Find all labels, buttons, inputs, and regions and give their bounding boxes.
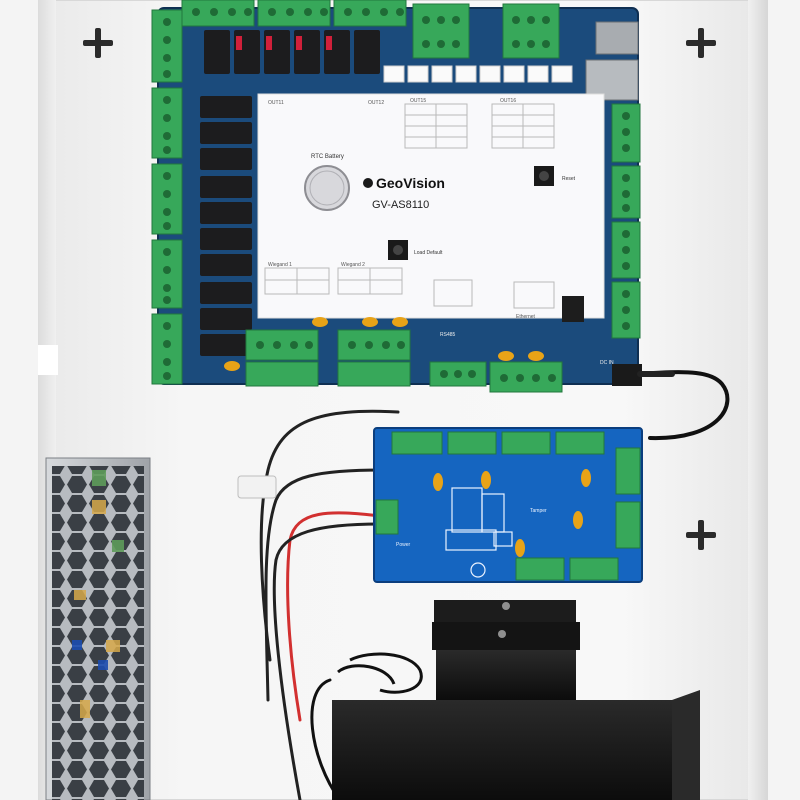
relay-column-left xyxy=(200,96,252,356)
driver-terminal-top xyxy=(391,431,605,455)
silk-out12: OUT12 xyxy=(368,100,384,106)
reset-label: Reset xyxy=(562,176,576,182)
controller-board: RTC Battery GeoVision GV-AS8110 Reset Lo… xyxy=(151,0,642,393)
terminal-strip-bottom xyxy=(245,329,563,393)
model-number: GV-AS8110 xyxy=(372,199,429,211)
silk-out15: OUT15 xyxy=(410,98,426,104)
terminal-strip-right xyxy=(611,103,641,339)
silk-out11: OUT11 xyxy=(268,100,284,106)
rtc-battery xyxy=(304,165,350,211)
driver-terminal-right xyxy=(615,447,641,549)
silk-dcin: DC IN xyxy=(600,360,614,366)
power-supply-unit xyxy=(45,457,151,800)
mounting-hole-icon xyxy=(83,28,113,58)
terminal-strip-top xyxy=(181,0,560,59)
mounting-hole-icon xyxy=(686,520,716,550)
silk-power: Power xyxy=(396,542,411,548)
dc-power-jack xyxy=(612,364,642,386)
relay-row-top xyxy=(204,30,380,74)
silk-wiegand2: Wiegand 2 xyxy=(341,262,365,268)
enclosure-tab xyxy=(38,345,58,375)
dip-switch xyxy=(562,296,584,322)
power-driver-pcb xyxy=(373,427,643,583)
load-default-label: Load Default xyxy=(414,250,443,256)
cable-tie xyxy=(237,475,277,499)
battery-label: RTC Battery xyxy=(311,154,344,160)
silk-wiegand1: Wiegand 1 xyxy=(268,262,292,268)
silk-rs485: RS485 xyxy=(440,332,456,338)
silk-out16: OUT16 xyxy=(500,98,516,104)
enclosure-right-wall xyxy=(748,0,768,800)
white-header-row xyxy=(383,65,573,83)
terminal-strip-left xyxy=(151,9,183,385)
silk-ethernet: Ethernet xyxy=(516,314,536,320)
driver-input-terminal xyxy=(375,499,399,535)
silk-tamper: Tamper xyxy=(530,508,547,514)
mounting-hole-icon xyxy=(686,28,716,58)
battery-bracket xyxy=(332,600,700,800)
power-driver-board: Power Tamper xyxy=(373,427,643,583)
ethernet-jack xyxy=(585,59,639,101)
cables xyxy=(259,370,730,800)
brand-logo-text: GeoVision xyxy=(376,175,445,191)
driver-terminal-bottom xyxy=(515,557,619,581)
ethernet-jack xyxy=(595,21,639,55)
board-label-sticker xyxy=(257,93,605,319)
